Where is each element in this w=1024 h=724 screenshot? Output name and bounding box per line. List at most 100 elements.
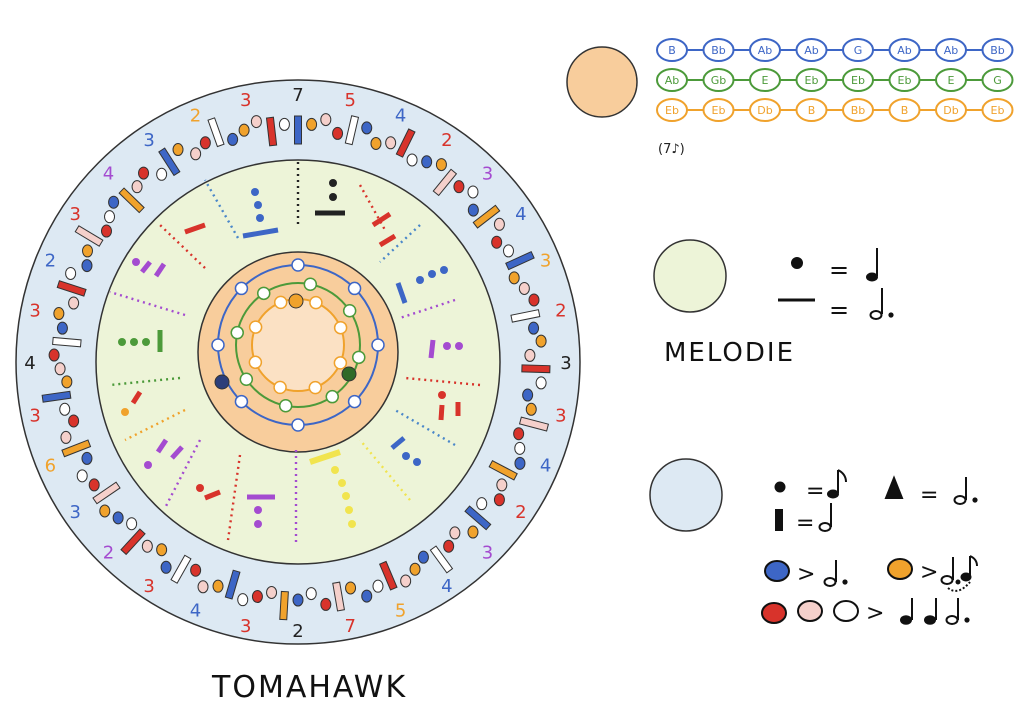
legend-triangle-symbol <box>884 475 904 499</box>
note-oval <box>981 38 1014 62</box>
note-oval <box>795 98 828 122</box>
outer-dot-mark <box>156 167 168 181</box>
outer-dot-mark <box>306 117 318 131</box>
outer-bar-mark <box>224 569 241 600</box>
dotted-half-note-icon-3 <box>823 560 848 587</box>
note-label: Bb <box>990 44 1005 57</box>
note-oval <box>749 38 781 62</box>
outer-dot-mark <box>535 334 547 348</box>
note-label: E <box>762 74 769 87</box>
note-label: B <box>668 44 676 57</box>
outer-dot-mark <box>227 132 239 146</box>
note-oval <box>795 68 828 92</box>
outer-dot-mark <box>190 563 202 577</box>
outer-dot-mark <box>56 321 68 335</box>
note-label: Eb <box>712 104 726 117</box>
legend-red-oval <box>761 602 787 624</box>
outer-dot-mark <box>370 136 382 150</box>
outer-bar-mark <box>41 390 72 403</box>
outer-dot-mark <box>332 126 344 140</box>
melody-blue-top <box>242 188 279 239</box>
melody-blue-lower-right <box>390 436 421 466</box>
ring-number: 4 <box>395 105 406 126</box>
outer-dot-mark <box>417 550 429 564</box>
outer-dot-equals: = <box>806 479 824 504</box>
melody-purple-left <box>144 438 184 469</box>
outer-dot-mark <box>266 585 278 599</box>
note-label: Ab <box>944 44 959 57</box>
note-oval <box>888 38 921 62</box>
ring-number: 3 <box>482 163 493 184</box>
outer-bar-mark <box>61 439 92 458</box>
outer-dot-mark <box>250 115 262 129</box>
outer-dot-mark <box>160 560 172 574</box>
outer-bar-mark <box>472 204 501 229</box>
inner-note-node <box>352 350 366 365</box>
outer-bar-mark <box>207 117 225 148</box>
note-label: Eb <box>805 74 819 87</box>
outer-dot-mark <box>493 493 505 507</box>
melody-dot-equals: = <box>829 256 849 284</box>
melody-dash-equals: = <box>829 296 849 324</box>
ring-number: 2 <box>103 543 114 564</box>
note-oval <box>656 68 688 92</box>
spoke-l <box>159 224 206 269</box>
inner-note-node <box>333 320 348 335</box>
outer-dot-mark <box>361 589 373 603</box>
outer-bar-mark <box>74 225 104 247</box>
quarter-note-icon <box>866 248 878 282</box>
outer-bar-mark <box>518 416 550 432</box>
ring-number: 4 <box>540 456 551 477</box>
outer-dot-mark <box>525 402 537 416</box>
inner-note-nodes <box>211 258 385 432</box>
melody-red-a <box>184 211 397 248</box>
outer-dot-mark <box>82 244 94 258</box>
note-oval <box>981 98 1014 122</box>
note-oval <box>842 38 874 62</box>
outer-dot-mark <box>54 362 66 376</box>
outer-dot-mark <box>409 562 421 576</box>
dotted-half-note-icon <box>869 288 894 320</box>
outer-dot-mark <box>76 469 88 483</box>
spoke-f <box>359 439 411 501</box>
melody-purple-bottom <box>247 494 275 528</box>
outer-dot-mark <box>61 375 73 389</box>
note-label: Ab <box>897 44 912 57</box>
orange-note-circle <box>251 298 345 392</box>
inner-note-node <box>248 355 263 370</box>
outer-dot-mark <box>508 271 520 285</box>
outer-bar-mark <box>488 459 518 481</box>
ring-number: 3 <box>29 405 40 426</box>
ring-number: 4 <box>441 576 452 597</box>
outer-bar-mark <box>505 250 535 271</box>
legend-orange-oval <box>887 558 913 580</box>
outer-dot-mark <box>141 539 153 553</box>
inner-note-node <box>291 418 305 432</box>
note-label: Eb <box>991 104 1005 117</box>
ring-number: 3 <box>143 130 154 151</box>
outer-bar-mark <box>52 336 82 348</box>
half-note-icon <box>818 503 832 532</box>
inner-note-node <box>230 325 244 340</box>
outer-dot-mark <box>513 427 525 441</box>
outer-dot-mark <box>400 574 412 588</box>
note-label: Bb <box>851 104 866 117</box>
ring-number: 2 <box>515 502 526 523</box>
outer-dot-mark <box>514 441 526 455</box>
note-oval <box>795 38 828 62</box>
melody-legend <box>778 248 894 320</box>
outer-dot-mark <box>60 430 72 444</box>
outer-bar-mark <box>464 505 492 531</box>
note-label: Db <box>943 104 958 117</box>
ring-number: 5 <box>345 90 356 111</box>
three-notes-icon <box>900 598 970 625</box>
outer-bar-mark <box>521 364 551 374</box>
inner-note-node <box>303 277 318 291</box>
outer-bar-mark <box>395 128 416 158</box>
outer-bar-mark <box>120 528 146 556</box>
melody-green-left <box>118 330 163 352</box>
